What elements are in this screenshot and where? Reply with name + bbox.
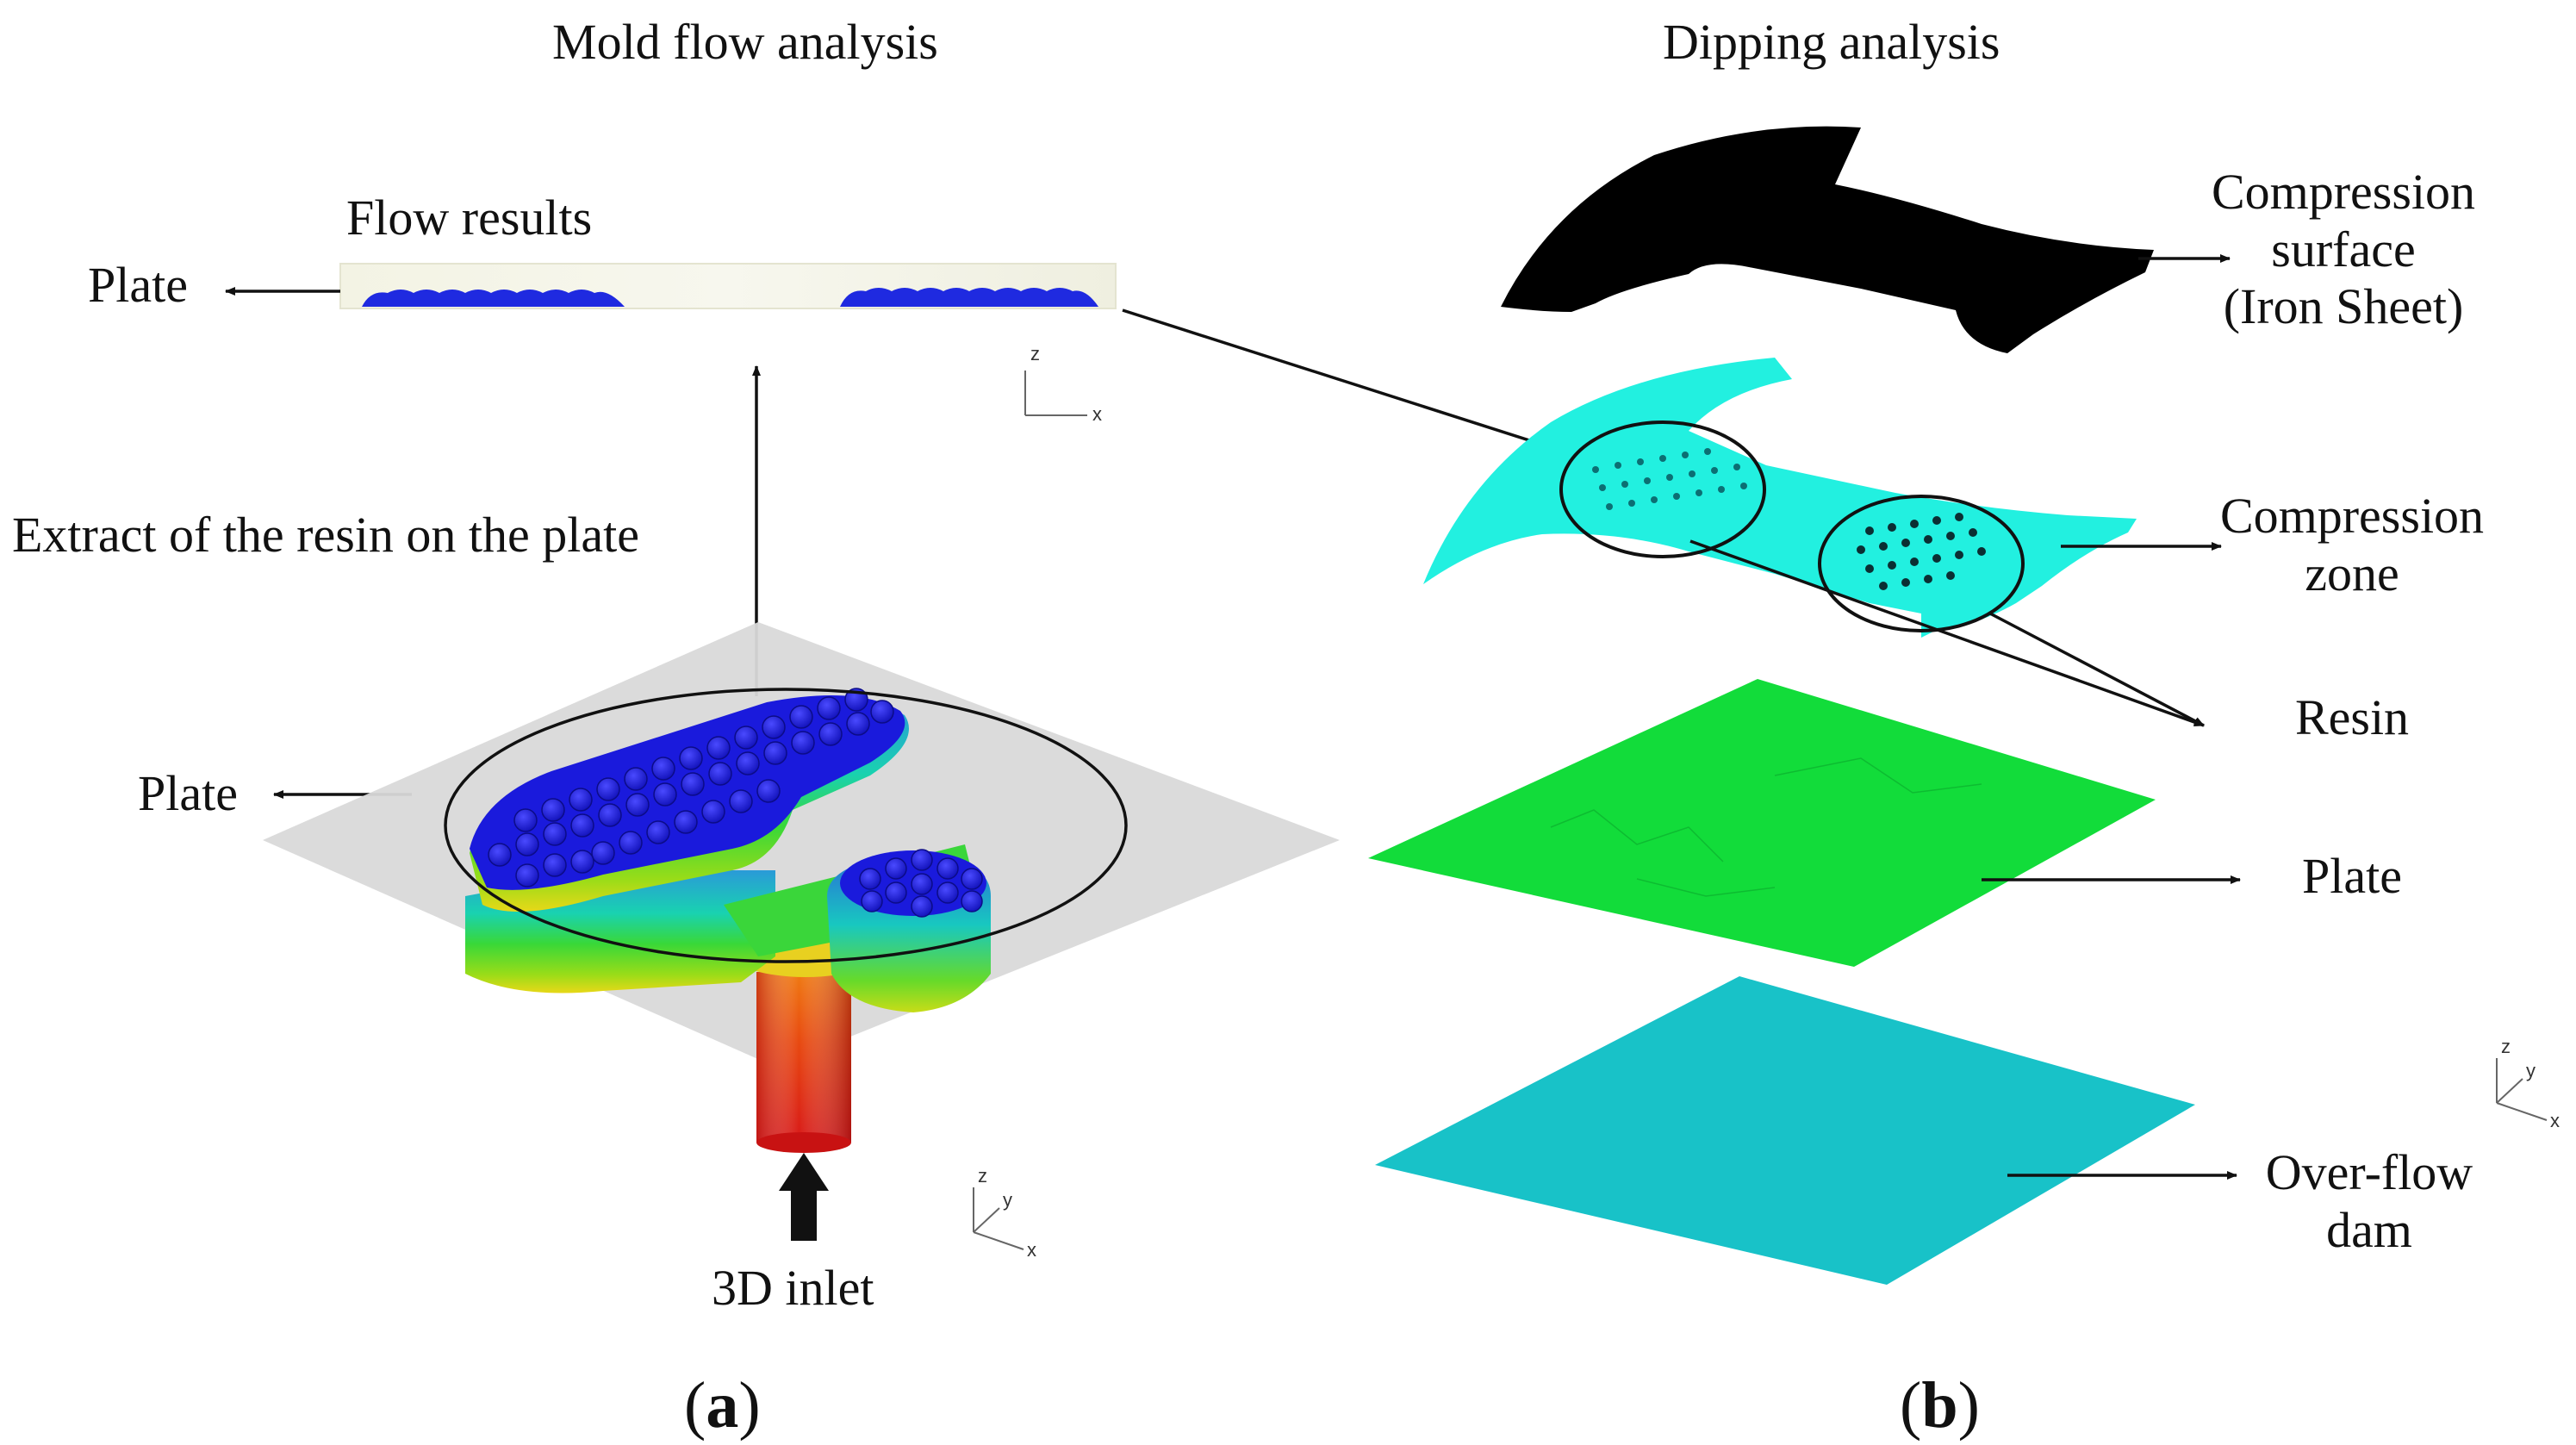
axis-z-a: z <box>978 1165 987 1187</box>
iron-sheet <box>1501 126 2154 353</box>
label-flow-results: Flow results <box>346 190 593 246</box>
extract-ellipse <box>444 688 1128 963</box>
flow-results-strip <box>339 263 1117 309</box>
panel-tag-b: (b) <box>1900 1369 1980 1442</box>
label-3d-inlet: 3D inlet <box>712 1260 874 1316</box>
inlet-arrow <box>779 1153 829 1241</box>
label-plate-top: Plate <box>88 257 188 313</box>
label-compression-zone: Compression zone <box>2188 488 2516 602</box>
compression-circle-right <box>1818 495 2025 632</box>
compression-holes-right <box>1857 513 1986 590</box>
compression-circle-left <box>1559 420 1766 558</box>
label-overflow-dam-line1: Over-flow <box>2265 1144 2473 1200</box>
axis-z-top: z <box>1030 343 1040 364</box>
axis-triad-zyx-a <box>973 1187 1024 1250</box>
label-compression-surface-line3: (Iron Sheet) <box>2223 278 2464 335</box>
label-compression-surface-line1: Compression <box>2211 164 2476 220</box>
label-plate-b: Plate <box>2302 848 2402 904</box>
resin-pillars-lobe <box>859 849 983 918</box>
compression-holes-left <box>1592 448 1747 510</box>
label-resin: Resin <box>2294 689 2410 745</box>
label-compression-zone-line2: zone <box>2305 545 2399 601</box>
axis-y-a: y <box>1003 1189 1012 1211</box>
overflow-dam <box>1375 976 2195 1285</box>
label-overflow-dam: Over-flow dam <box>2223 1144 2516 1259</box>
axis-x-b: x <box>2550 1110 2560 1131</box>
heading-dipping: Dipping analysis <box>1663 14 2000 70</box>
axis-triad-zx <box>1024 371 1087 416</box>
compression-zone-sheet <box>1423 358 2137 638</box>
label-compression-surface: Compression surface (Iron Sheet) <box>2180 164 2507 336</box>
panel-tag-a: (a) <box>684 1369 761 1442</box>
label-extract: Extract of the resin on the plate <box>12 507 639 563</box>
arrow-resin-2 <box>1989 612 2205 727</box>
axis-y-b: y <box>2526 1060 2536 1081</box>
resin-pillars <box>488 688 894 888</box>
arrow-resin-1 <box>1689 539 2205 727</box>
axis-x-a: x <box>1027 1239 1036 1261</box>
label-overflow-dam-line2: dam <box>2326 1201 2412 1258</box>
arrow-to-compression-zone <box>1122 308 1576 457</box>
axis-x-top: x <box>1092 403 1102 425</box>
label-compression-zone-line1: Compression <box>2219 488 2485 544</box>
axis-triad-zyx-b <box>2496 1058 2548 1121</box>
axis-z-b: z <box>2501 1036 2511 1057</box>
label-plate-a: Plate <box>138 765 238 821</box>
heading-mold-flow: Mold flow analysis <box>552 14 938 70</box>
label-compression-surface-line2: surface <box>2271 221 2416 277</box>
plate-green <box>1368 679 2156 967</box>
